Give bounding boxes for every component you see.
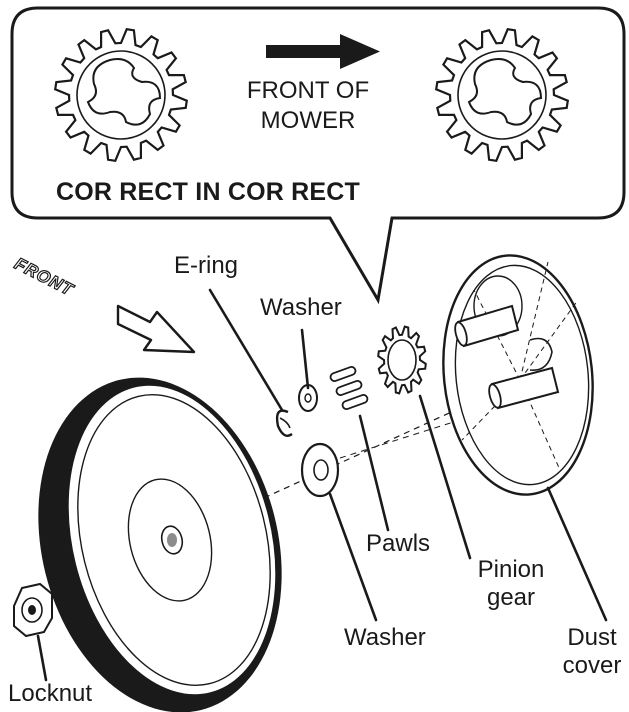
front-arrow-icon — [116, 304, 196, 354]
label-pinion-line-1: Pinion — [477, 556, 545, 583]
label-washer-top: Washer — [260, 294, 342, 321]
label-washer-bottom: Washer — [344, 624, 426, 651]
direction-arrow-icon — [266, 34, 380, 69]
leader-e-ring — [208, 288, 284, 412]
correct-gear-right — [434, 27, 570, 163]
front-of-mower-label: FRONT OF MOWER — [226, 76, 390, 136]
pinion-gear — [377, 325, 427, 395]
locknut — [13, 582, 53, 638]
leader-locknut — [36, 634, 48, 682]
washer-bottom — [300, 442, 340, 498]
leader-washer-top — [300, 328, 310, 390]
leader-dust-cover — [546, 486, 608, 622]
label-dust-cover: Dust cover — [556, 624, 628, 680]
correct-gear-left — [53, 27, 189, 163]
label-pinion-gear: Pinion gear — [466, 556, 556, 612]
front-of-line-1: FRONT OF — [246, 77, 370, 104]
wheel — [38, 377, 282, 712]
correct-label: COR RECT IN COR RECT — [56, 178, 360, 206]
dust-cover-post-upper — [454, 304, 520, 348]
leader-pawls — [358, 414, 390, 532]
label-dust-line-2: cover — [562, 652, 622, 679]
label-dust-line-1: Dust — [567, 624, 617, 651]
front-of-line-2: MOWER — [260, 107, 356, 134]
label-pinion-line-2: gear — [486, 584, 536, 611]
leader-pinion — [418, 394, 472, 560]
e-ring — [275, 409, 293, 437]
label-locknut: Locknut — [8, 680, 93, 707]
label-e-ring: E-ring — [174, 252, 239, 279]
pawls — [329, 366, 369, 410]
label-pawls: Pawls — [366, 530, 431, 557]
dust-cover-post-lower — [488, 366, 560, 410]
dust-cover — [442, 254, 594, 496]
washer-top — [298, 384, 318, 412]
leader-washer-bottom — [328, 492, 378, 622]
leader-lines — [36, 288, 608, 682]
